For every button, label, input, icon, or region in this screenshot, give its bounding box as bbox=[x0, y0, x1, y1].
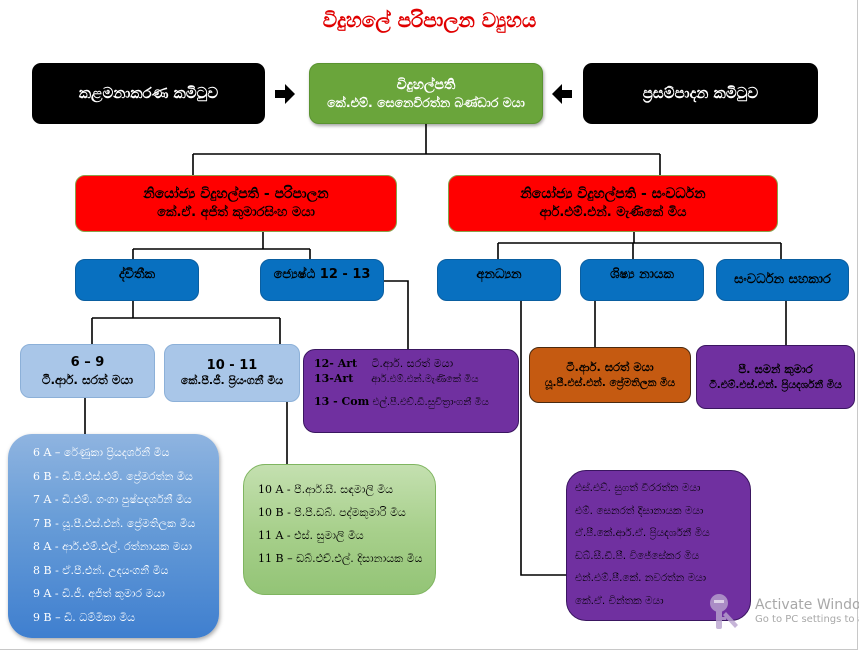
deputy-admin-box: නියෝජ්‍ය විදුහල්පති - පරිපාලන කේ.ඒ. අජිත… bbox=[75, 175, 397, 232]
class-teachers-6-9-box: 6 A – රේණුකා ප්‍රියදර්ශනී මිය 6 B - ඩී.ප… bbox=[8, 434, 219, 638]
senior-head-stream: 12- Art bbox=[314, 357, 358, 370]
arrow-left-icon bbox=[552, 84, 572, 104]
connector-secondary-grades bbox=[91, 300, 281, 345]
development-assistants-box: පී. සමන් කුමාර ටී.එම්.එස්.එන්. ප්‍රියදර්… bbox=[696, 345, 855, 409]
section-senior: ජ්‍යෙෂ්ඨ 12 - 13 bbox=[260, 259, 384, 301]
section-secondary: ද්විතීක bbox=[75, 259, 199, 301]
senior-head-row: 13 - Com එල්.පී.එච්.ඩී.සුචිත්‍රාංගනී මිය bbox=[314, 395, 489, 410]
deputy-development-role: නියෝජ්‍ය විදුහල්පති - සංවර්ධන bbox=[520, 186, 706, 203]
senior-head-name: එල්.පී.එච්.ඩී.සුචිත්‍රාංගනී මිය bbox=[372, 396, 489, 408]
senior-heads-box: 12- Art ටී.ආර්. සරත් මයා 13-Art ආර්.එම්.… bbox=[303, 349, 519, 433]
deputy-admin-role: නියෝජ්‍ය විදුහල්පති - පරිපාලන bbox=[143, 186, 329, 203]
development-assistant: ටී.එම්.එස්.එන්. ප්‍රියදර්ශනී මිය bbox=[709, 378, 842, 391]
senior-head-stream: 13 - Com bbox=[314, 394, 370, 408]
prefect-teachers-box: ටී.ආර්. සරත් මයා යූ.පී.එස්.එන්. ප්‍රේමති… bbox=[529, 347, 691, 403]
class-teacher-item: 11 A - එස්. සුමාලි මිය bbox=[258, 529, 364, 542]
connector-senior-heads bbox=[383, 280, 409, 349]
grade-head-10-11: 10 - 11 කේ.පී.ජී. ප්‍රියංගනී මිය bbox=[164, 344, 300, 402]
section-development-assistant-label: සංවර්ධන සහකාර bbox=[734, 272, 831, 288]
principal-name: කේ.එම්. සෙනෙවිරත්න බණ්ඩාර මයා bbox=[327, 94, 525, 110]
deputy-development-name: ආර්.එම්.එන්. මැණිකේ මිය bbox=[539, 205, 687, 221]
academic-staff-item: එම්. සෙනරත් දිසානායක මයා bbox=[575, 504, 704, 517]
section-prefects-label: ශිෂ්‍ය නායක bbox=[610, 267, 674, 282]
academic-staff-item: ඒ.පී.කේ.ආර්.ඒ. ප්‍රියදර්ශනී මිය bbox=[575, 527, 710, 539]
deputy-development-box: නියෝජ්‍ය විදුහල්පති - සංවර්ධන ආර්.එම්.එන… bbox=[448, 175, 778, 232]
class-teachers-10-11-box: 10 A - පී.ආර්.සී. සඳමාලි මිය 10 B - පී.ප… bbox=[243, 464, 436, 595]
class-teacher-item: 10 B - පී.පී.ඩබ්. පද්මකුමාරි මිය bbox=[258, 506, 406, 519]
class-teacher-item: 10 A - පී.ආර්.සී. සඳමාලි මිය bbox=[258, 483, 394, 496]
section-development-assistant: සංවර්ධන සහකාර bbox=[716, 259, 849, 301]
senior-head-stream: 13-Art bbox=[314, 371, 354, 385]
arrow-right-icon bbox=[275, 84, 295, 104]
senior-head-row: 13-Art ආර්.එම්.එන්.මැණිකේ මිය bbox=[314, 372, 479, 387]
watermark-subtitle: Go to PC settings to activate Windows. bbox=[755, 614, 859, 625]
key-icon bbox=[710, 594, 738, 629]
prefect-teacher: ටී.ආර්. සරත් මයා bbox=[566, 360, 654, 375]
class-teacher-item: 7 B - යූ.පී.එස්.එන්. ප්‍රේමතිලක මිය bbox=[33, 516, 196, 530]
grade-head-6-9-name: ටී.ආර්. සරත් මයා bbox=[41, 372, 134, 387]
grade-head-10-11-grades: 10 - 11 bbox=[206, 357, 258, 373]
development-assistant: පී. සමන් කුමාර bbox=[738, 362, 813, 377]
senior-head-name: ටී.ආර්. සරත් මයා bbox=[371, 357, 454, 370]
class-teacher-item: 8 B - ඒ.පී.එන්. උදයංගනී මිය bbox=[33, 563, 169, 577]
class-teacher-item: 11 B – ඩබ්.එච්.එල්. දිසානායක මිය bbox=[258, 552, 423, 565]
management-committee-label: කළමනාකරණ කමිටුව bbox=[78, 84, 219, 103]
section-senior-label: ජ්‍යෙෂ්ඨ 12 - 13 bbox=[273, 267, 371, 282]
class-teacher-item: 8 A - ආර්.එම්.එල්. රත්නායක මයා bbox=[33, 540, 193, 553]
section-prefects: ශිෂ්‍ය නායක bbox=[580, 259, 704, 301]
connector-principal-deputies bbox=[192, 124, 661, 175]
activate-windows-watermark: Activate Windows Go to PC settings to ac… bbox=[755, 597, 859, 625]
procurement-committee-label: ප්‍රසම්පාදන කමිටුව bbox=[642, 84, 759, 103]
deputy-admin-name: කේ.ඒ. අජිත් කුමාරසිංහ මයා bbox=[157, 205, 315, 221]
grade-head-6-9-grades: 6 – 9 bbox=[70, 355, 105, 371]
section-secondary-label: ද්විතීක bbox=[118, 267, 156, 282]
class-teacher-item: 6 A – රේණුකා ප්‍රියදර්ශනී මිය bbox=[33, 446, 170, 459]
principal-role: විදුහල්පති bbox=[396, 76, 456, 93]
class-teacher-item: 7 A - ඩී.එම්. ගංගා පුෂ්පදර්ශනී මිය bbox=[33, 493, 192, 506]
academic-staff-item: කේ.ඒ. චින්තක මයා bbox=[575, 594, 664, 607]
principal-box: විදුහල්පති කේ.එම්. සෙනෙවිරත්න බණ්ඩාර මයා bbox=[309, 63, 543, 124]
class-teacher-item: 9 B – ඩී. ධම්මිකා මිය bbox=[33, 610, 136, 624]
academic-staff-box: එස්.එච්. සුගත් වීරරත්න මයා එම්. සෙනරත් ද… bbox=[566, 470, 751, 621]
connector-academic-staff bbox=[520, 301, 566, 576]
procurement-committee-box: ප්‍රසම්පාදන කමිටුව bbox=[583, 63, 818, 124]
academic-staff-item: එන්.එම්.පී.කේ. නවරත්න මයා bbox=[575, 572, 707, 584]
class-teacher-item: 9 A - ඩී.ජී. අජිත් කුමාර මයා bbox=[33, 587, 165, 600]
connector-admin-sections bbox=[132, 231, 311, 259]
grade-head-6-9: 6 – 9 ටී.ආර්. සරත් මයා bbox=[20, 344, 155, 398]
connector-dev-sections bbox=[497, 231, 782, 259]
senior-head-name: ආර්.එම්.එන්.මැණිකේ මිය bbox=[371, 373, 479, 385]
class-teacher-item: 6 B - ඩී.පී.එස්.එම්. ප්‍රේමරත්න මිය bbox=[33, 469, 193, 483]
academic-staff-item: එස්.එච්. සුගත් වීරරත්න මයා bbox=[575, 482, 701, 494]
section-academic-label: අනධ්‍යන bbox=[476, 267, 522, 282]
page-title: විදුහලේ පරිපාලන ව්‍යුහය bbox=[322, 8, 537, 32]
watermark-title: Activate Windows bbox=[755, 597, 859, 613]
management-committee-box: කළමනාකරණ කමිටුව bbox=[32, 63, 265, 124]
academic-staff-item: ඩබ්.සී.ඩී.පී. විජේසේකර මිය bbox=[575, 549, 700, 562]
section-academic: අනධ්‍යන bbox=[437, 259, 561, 301]
senior-head-row: 12- Art ටී.ආර්. සරත් මයා bbox=[314, 357, 453, 372]
grade-head-10-11-name: කේ.පී.ජී. ප්‍රියංගනී මිය bbox=[180, 374, 284, 388]
prefect-teacher: යූ.පී.එස්.එන්. ප්‍රේමතිලක මිය bbox=[544, 376, 676, 389]
